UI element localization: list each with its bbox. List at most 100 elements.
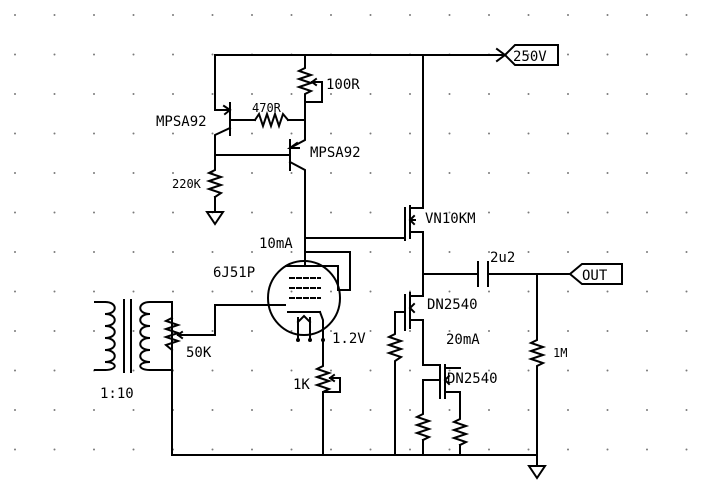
label-dn2540-1: DN2540 (427, 297, 478, 313)
grid-dot (606, 290, 609, 293)
grid-dot (448, 172, 451, 174)
resistor-100r (295, 61, 323, 103)
grid-dot (93, 290, 95, 293)
grid-dot (53, 211, 56, 214)
grid-dot (606, 211, 609, 214)
transistor-q2 (286, 141, 300, 149)
grid-dot (290, 14, 293, 16)
grid-dot (488, 132, 490, 135)
grid-dot (369, 132, 372, 135)
grid-dot (93, 172, 95, 174)
grid-dot (14, 251, 16, 253)
grid-dot (53, 330, 56, 332)
grid-dot (527, 93, 530, 95)
grid-dot (290, 290, 293, 293)
grid-dot (132, 132, 135, 135)
grid-dot (488, 369, 490, 372)
grid-dot (606, 132, 609, 135)
grid-dot (606, 448, 609, 451)
grid-dot (448, 93, 451, 95)
transistor-q1 (222, 102, 232, 136)
resistor-1k (313, 361, 336, 397)
label-20ma: 20mA (446, 332, 480, 348)
grid-dot (527, 132, 530, 135)
grid-dot (53, 14, 56, 16)
grid-dot (369, 369, 372, 372)
grid-dot (646, 211, 648, 214)
grid-dot (646, 448, 648, 451)
grid-dot (448, 330, 451, 332)
grid-dot (606, 409, 609, 411)
grid-dot (251, 251, 253, 253)
grid-dot (93, 53, 95, 56)
grid-dot (567, 369, 569, 372)
grid-dot (527, 290, 530, 293)
grid-dot (53, 132, 56, 135)
grid-dot (290, 93, 293, 95)
grid-dot (369, 409, 372, 411)
grid-dot (448, 251, 451, 253)
grid-dot (251, 172, 253, 174)
grid-dot (646, 93, 648, 95)
label-50k: 50K (186, 345, 212, 361)
grid-dot (567, 93, 569, 95)
resistor-sink-1 (413, 409, 433, 442)
grid-dot (369, 330, 372, 332)
grid-dot (132, 251, 135, 253)
grid-dot (685, 172, 688, 174)
grid-dot (53, 251, 56, 253)
grid-dot (448, 132, 451, 135)
grid-dot (93, 93, 95, 95)
grid-dot (527, 14, 530, 16)
grid-dot (211, 330, 214, 332)
grid-dot (606, 369, 609, 372)
grid-dot (132, 172, 135, 174)
mosfet-dn2540-2 (443, 374, 451, 386)
grid-dot (93, 448, 95, 451)
grid-dot (53, 93, 56, 95)
label-2u2: 2u2 (490, 250, 515, 266)
grid-dot (172, 290, 174, 293)
grid-dot (290, 132, 293, 135)
grid-dot (251, 409, 253, 411)
grid-dot (251, 369, 253, 372)
grid-dot (211, 290, 214, 293)
grid-dot (488, 211, 490, 214)
vacuum-tube (267, 260, 341, 336)
grid-dot (488, 290, 490, 293)
grid-dot (448, 211, 451, 214)
label-1k: 1K (293, 377, 310, 393)
grid-dot (14, 448, 16, 451)
grid-dot (251, 211, 253, 214)
grid-dot (448, 409, 451, 411)
grid-dot (172, 93, 174, 95)
grid-dot (646, 330, 648, 332)
grid-dot (93, 251, 95, 253)
grid-dot (14, 93, 16, 95)
grid-dot (527, 211, 530, 214)
grid-dot (488, 409, 490, 411)
grid-dot (172, 211, 174, 214)
label-100r: 100R (326, 77, 360, 93)
grid-dot (488, 330, 490, 332)
grid-dot (172, 14, 174, 16)
grid-dot (53, 409, 56, 411)
grid-dot (527, 53, 530, 56)
grid-dot (14, 172, 16, 174)
grid-dot (606, 53, 609, 56)
label-dn2540-2: DN2540 (447, 371, 498, 387)
grid-dot (369, 251, 372, 253)
grid-dot (646, 14, 648, 16)
grid-dot (527, 330, 530, 332)
grid-dot (290, 251, 293, 253)
grid-dot (330, 330, 332, 332)
grid-dot (53, 53, 56, 56)
grid-dot (567, 53, 569, 56)
grid-dot (290, 330, 293, 332)
grid-dot (211, 251, 214, 253)
grid-dot (132, 290, 135, 293)
heater-pin-2 (308, 338, 312, 342)
grid-dot (527, 369, 530, 372)
grid-dot (251, 132, 253, 135)
label-1-2v: 1.2V (332, 331, 366, 347)
